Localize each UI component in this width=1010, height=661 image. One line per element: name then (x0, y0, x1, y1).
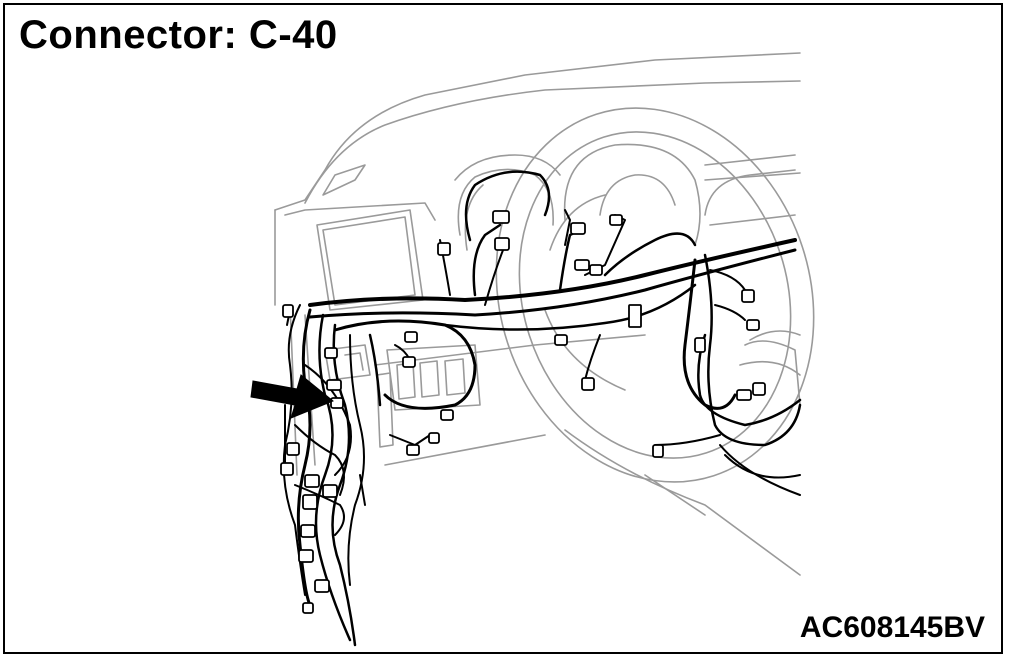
dashboard-wiring-illustration (250, 52, 815, 647)
figure-code: AC608145BV (799, 611, 985, 644)
diagram-frame: Connector: C-40 AC608145BV (3, 3, 1003, 654)
pointer-arrow (250, 374, 334, 419)
wiring-harness (282, 170, 802, 647)
connector-blocks (280, 210, 766, 614)
dashboard-outline (274, 52, 815, 576)
page-title: Connector: C-40 (19, 13, 338, 57)
